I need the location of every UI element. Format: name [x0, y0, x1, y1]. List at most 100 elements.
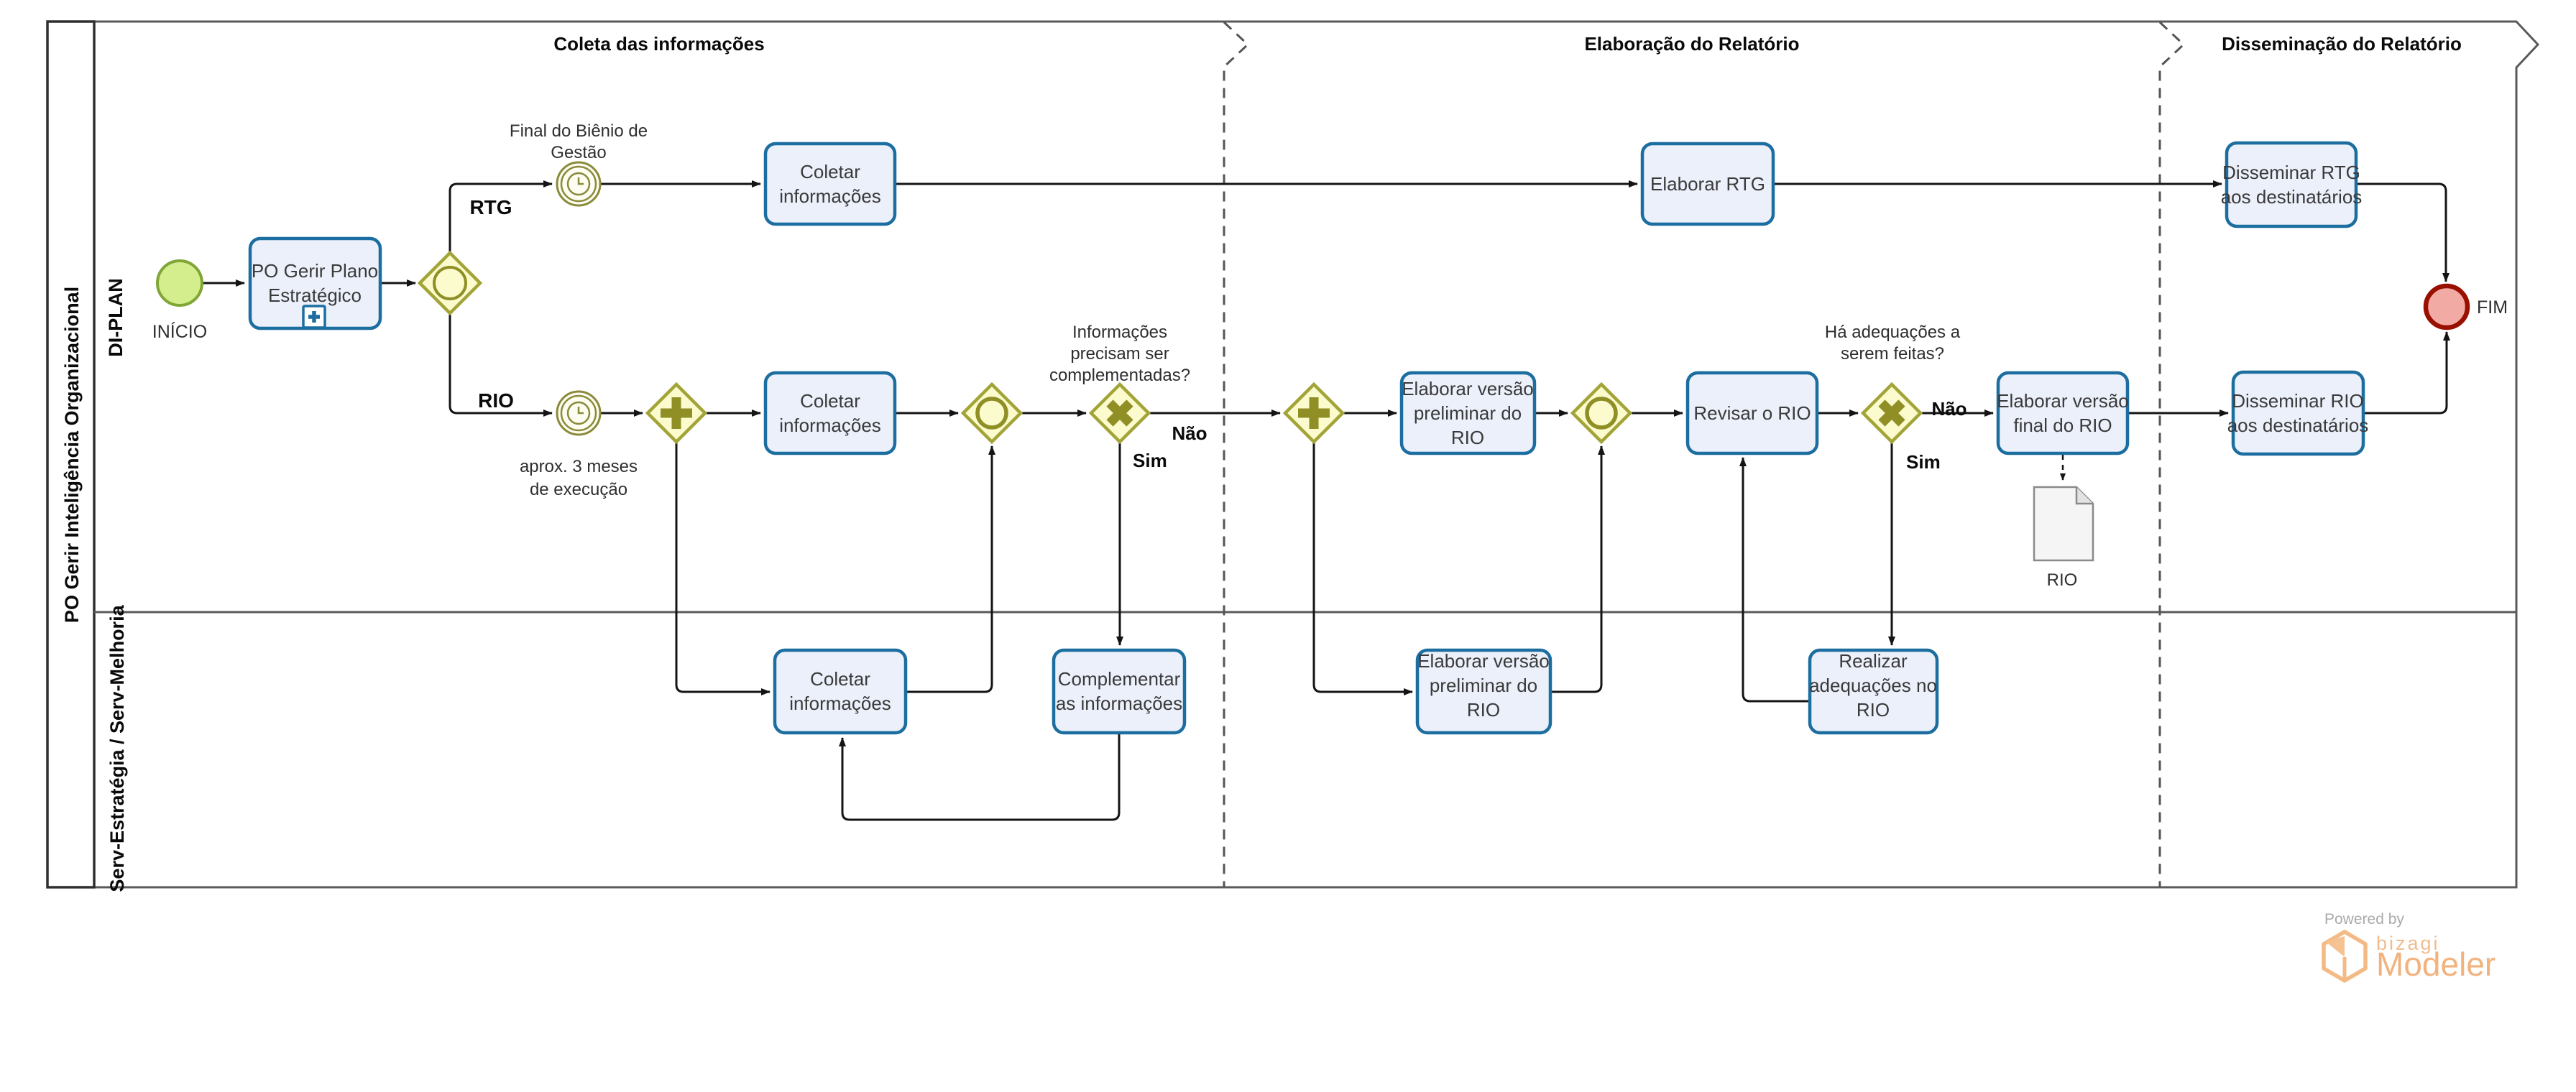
- powered-by-label: Powered by: [2324, 911, 2404, 927]
- task-coletar-rio-line2: informações: [779, 415, 881, 436]
- task-coletar-rio-line1: Coletar: [800, 390, 860, 412]
- task-disseminar-rtg[interactable]: Disseminar RTG aos destinatários: [2221, 141, 2363, 228]
- task-elaborar-rtg-line1: Elaborar RTG: [1650, 173, 1765, 195]
- task-prelim-diplan-line3: RIO: [1451, 427, 1484, 448]
- task-realizar-line2: adequações no: [1809, 675, 1937, 696]
- label-sim-1: Sim: [1133, 450, 1167, 471]
- task-prelim-serv-line2: preliminar do: [1430, 675, 1537, 696]
- x-icon: [1878, 399, 1905, 427]
- phase-separator-2: [2158, 21, 2186, 887]
- bizagi-wordmark: bizagi: [2376, 933, 2440, 954]
- task-coletar-serv-line1: Coletar: [810, 668, 870, 690]
- flow-coletar-serv-to-inclusive1[interactable]: [906, 445, 995, 693]
- end-event-label: FIM: [2477, 297, 2508, 318]
- flow-gateway-to-timer-rtg[interactable]: [448, 180, 553, 253]
- task-realizar-adequacoes[interactable]: Realizar adequações no RIO: [1808, 648, 1939, 735]
- pool-border: [93, 20, 2540, 889]
- task-revisar[interactable]: Revisar o RIO: [1685, 371, 1819, 455]
- pool-label-strip: [46, 20, 96, 889]
- task-disseminar-rtg-line2: aos destinatários: [2221, 186, 2363, 208]
- document-rio-label: RIO: [2047, 570, 2078, 590]
- exclusive-gateway-adequacoes[interactable]: [1860, 381, 1923, 445]
- end-event[interactable]: [2423, 283, 2470, 330]
- task-disseminar-rtg-line1: Disseminar RTG: [2222, 162, 2360, 183]
- parallel-gateway-coleta[interactable]: [645, 381, 708, 445]
- phase-label-disseminacao: Disseminação do Relatório: [2222, 33, 2462, 55]
- phase-separator-1: [1223, 21, 1250, 887]
- plus-icon: [1298, 397, 1330, 429]
- task-po-gerir-line2: Estratégico: [268, 284, 362, 306]
- task-final-rio-line1: Elaborar versão: [1997, 390, 2129, 412]
- task-disseminar-rio-line1: Disseminar RIO: [2232, 390, 2363, 412]
- branch-label-rtg: RTG: [469, 196, 512, 218]
- task-coletar-rtg[interactable]: Coletar informações: [763, 142, 897, 226]
- x-icon: [1106, 399, 1133, 427]
- document-artifact-rio[interactable]: [2033, 486, 2094, 562]
- timer-event-rio[interactable]: [556, 390, 602, 436]
- task-prelim-serv-line1: Elaborar versão: [1417, 650, 1550, 672]
- inclusive-gateway-elaboracao[interactable]: [1570, 381, 1633, 445]
- event-gateway[interactable]: [417, 250, 483, 316]
- task-coletar-rio[interactable]: Coletar informações: [763, 371, 897, 455]
- flow-parallel1-to-coletar-serv[interactable]: [675, 442, 770, 695]
- exclusive-gateway-complementar[interactable]: [1088, 381, 1151, 445]
- flow-prelim-serv-to-inclusive2[interactable]: [1550, 445, 1605, 693]
- modeler-wordmark: Modeler: [2376, 945, 2496, 983]
- task-prelim-diplan[interactable]: Elaborar versão preliminar do RIO: [1399, 371, 1537, 455]
- lane-label-serv: Serv-Estratégia / Serv-Melhoria: [106, 604, 128, 892]
- event-gateway-circle-icon: [433, 266, 467, 300]
- task-coletar-serv-line2: informações: [789, 693, 891, 714]
- inclusive-gateway-coleta[interactable]: [960, 381, 1024, 445]
- task-prelim-serv-line3: RIO: [1467, 699, 1500, 721]
- task-prelim-serv[interactable]: Elaborar versão preliminar do RIO: [1415, 648, 1552, 735]
- label-nao-2: Não: [1931, 398, 1966, 420]
- task-complementar[interactable]: Complementar as informações: [1052, 648, 1187, 735]
- flow-realizar-to-revisar[interactable]: [1739, 457, 1810, 703]
- flow-parallel2-to-prelim-serv[interactable]: [1312, 442, 1413, 695]
- flow-gateway-to-timer-rio[interactable]: [448, 313, 553, 417]
- task-elaborar-rtg[interactable]: Elaborar RTG: [1640, 142, 1775, 226]
- clock-icon: [566, 172, 591, 196]
- task-po-gerir[interactable]: PO Gerir Plano Estratégico: [248, 236, 382, 330]
- plus-icon: [661, 397, 692, 429]
- start-event-circle[interactable]: [156, 259, 203, 307]
- task-disseminar-rio-line2: aos destinatários: [2227, 415, 2369, 436]
- task-complementar-line2: as informações: [1056, 693, 1182, 714]
- phase-label-coleta: Coleta das informações: [553, 33, 764, 55]
- timer-rtg-label-line2: Gestão: [551, 143, 606, 162]
- phase-label-elaboracao: Elaboração do Relatório: [1584, 33, 1799, 55]
- inclusive-circle-icon: [1585, 397, 1618, 430]
- start-event[interactable]: [156, 259, 203, 307]
- inclusive-circle-icon: [975, 397, 1008, 430]
- task-disseminar-rio[interactable]: Disseminar RIO aos destinatários: [2227, 370, 2369, 456]
- flow-disseminar-rio-to-fim[interactable]: [2363, 331, 2450, 415]
- task-revisar-line1: Revisar o RIO: [1693, 402, 1811, 424]
- timer-rtg-label-line1: Final do Biênio de: [510, 121, 648, 141]
- task-coletar-rtg-line1: Coletar: [800, 161, 860, 182]
- pool-label: PO Gerir Inteligência Organizacional: [61, 287, 83, 623]
- task-realizar-line1: Realizar: [1839, 650, 1908, 672]
- task-realizar-line3: RIO: [1857, 699, 1890, 721]
- question1-line3: complementadas?: [1049, 366, 1190, 385]
- task-coletar-serv[interactable]: Coletar informações: [773, 648, 908, 735]
- timer-rio-label-line1: aprox. 3 meses: [520, 457, 638, 476]
- sequence-flows: [202, 180, 2450, 821]
- flow-disseminar-rtg-to-fim[interactable]: [2356, 182, 2450, 282]
- question1-line1: Informações: [1072, 323, 1167, 342]
- task-final-rio[interactable]: Elaborar versão final do RIO: [1996, 371, 2130, 455]
- lane-label-diplan: DI-PLAN: [105, 278, 126, 357]
- pool-frame: [46, 20, 2540, 889]
- end-event-circle[interactable]: [2423, 283, 2470, 330]
- flow-complementar-loop-to-coletar-serv[interactable]: [839, 733, 1121, 821]
- branch-label-rio: RIO: [478, 389, 514, 412]
- document-icon: [2033, 486, 2094, 562]
- task-po-gerir-line1: PO Gerir Plano: [252, 260, 378, 282]
- task-complementar-line1: Complementar: [1058, 668, 1181, 690]
- task-final-rio-line2: final do RIO: [2013, 415, 2112, 436]
- bizagi-logo-icon: [2322, 930, 2368, 983]
- timer-event-rtg[interactable]: [556, 161, 602, 207]
- task-prelim-diplan-line1: Elaborar versão: [1402, 378, 1534, 399]
- parallel-gateway-elaboracao[interactable]: [1282, 381, 1346, 445]
- event-gateway-diamond[interactable]: [417, 250, 483, 316]
- document-fold-icon: [2075, 487, 2093, 505]
